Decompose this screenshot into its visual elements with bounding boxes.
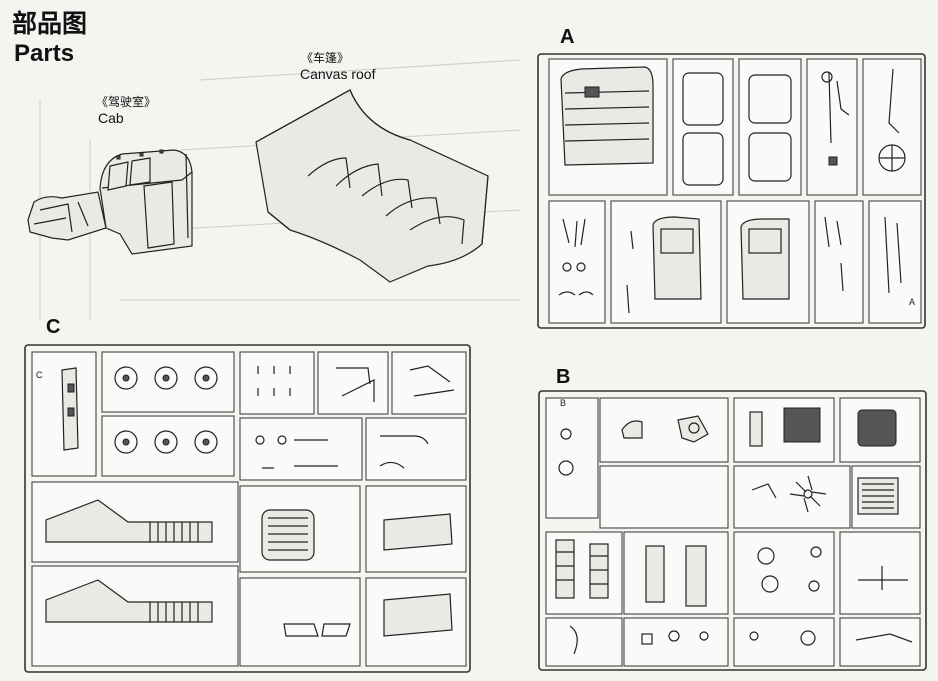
sprue-a-part-doors xyxy=(652,216,790,300)
sprue-b-part-bottom-row xyxy=(569,625,913,655)
sprue-c: C xyxy=(24,344,471,673)
sprue-b-tag: B xyxy=(560,398,566,408)
sprue-c-tag: C xyxy=(36,370,43,380)
cab-label-en: Cab xyxy=(98,110,124,126)
sprue-a-part-small-rods xyxy=(821,68,906,172)
cab-illustration xyxy=(27,149,193,255)
sprue-b: B xyxy=(538,390,927,671)
canvas-roof-label-en: Canvas roof xyxy=(300,66,376,82)
sprue-b-part-blocks xyxy=(555,539,707,607)
sprue-c-letter: C xyxy=(46,316,61,338)
sprue-b-letter: B xyxy=(556,366,571,388)
sprue-b-part-fan xyxy=(751,475,827,513)
sprue-c-part-wheels xyxy=(114,366,218,454)
sprue-c-part-frame-rails xyxy=(45,499,213,623)
sprue-c-part-column xyxy=(61,367,79,451)
sprue-b-part-radiators xyxy=(749,407,899,515)
sprue-c-part-grilles xyxy=(261,509,453,637)
page-title-en: Parts xyxy=(14,40,75,67)
canvas-roof-label-cn: 《车篷》 xyxy=(301,51,350,65)
sprue-b-part-gears xyxy=(757,546,908,593)
sprue-a-part-misc xyxy=(558,216,902,314)
sprue-a-part-cab-roof xyxy=(560,66,654,166)
sprue-a-letter: A xyxy=(560,26,575,48)
cab-label-cn: 《驾驶室》 xyxy=(96,95,157,109)
sprue-c-part-small-items xyxy=(255,365,455,469)
sprue-a-part-window-frames xyxy=(682,72,792,186)
sprue-a-tag: A xyxy=(909,297,915,307)
canvas-roof-illustration xyxy=(255,89,489,283)
sprue-a: A xyxy=(537,53,926,329)
sprue-b-part-engine xyxy=(558,415,709,476)
page-title-cn: 部品图 xyxy=(12,9,88,38)
